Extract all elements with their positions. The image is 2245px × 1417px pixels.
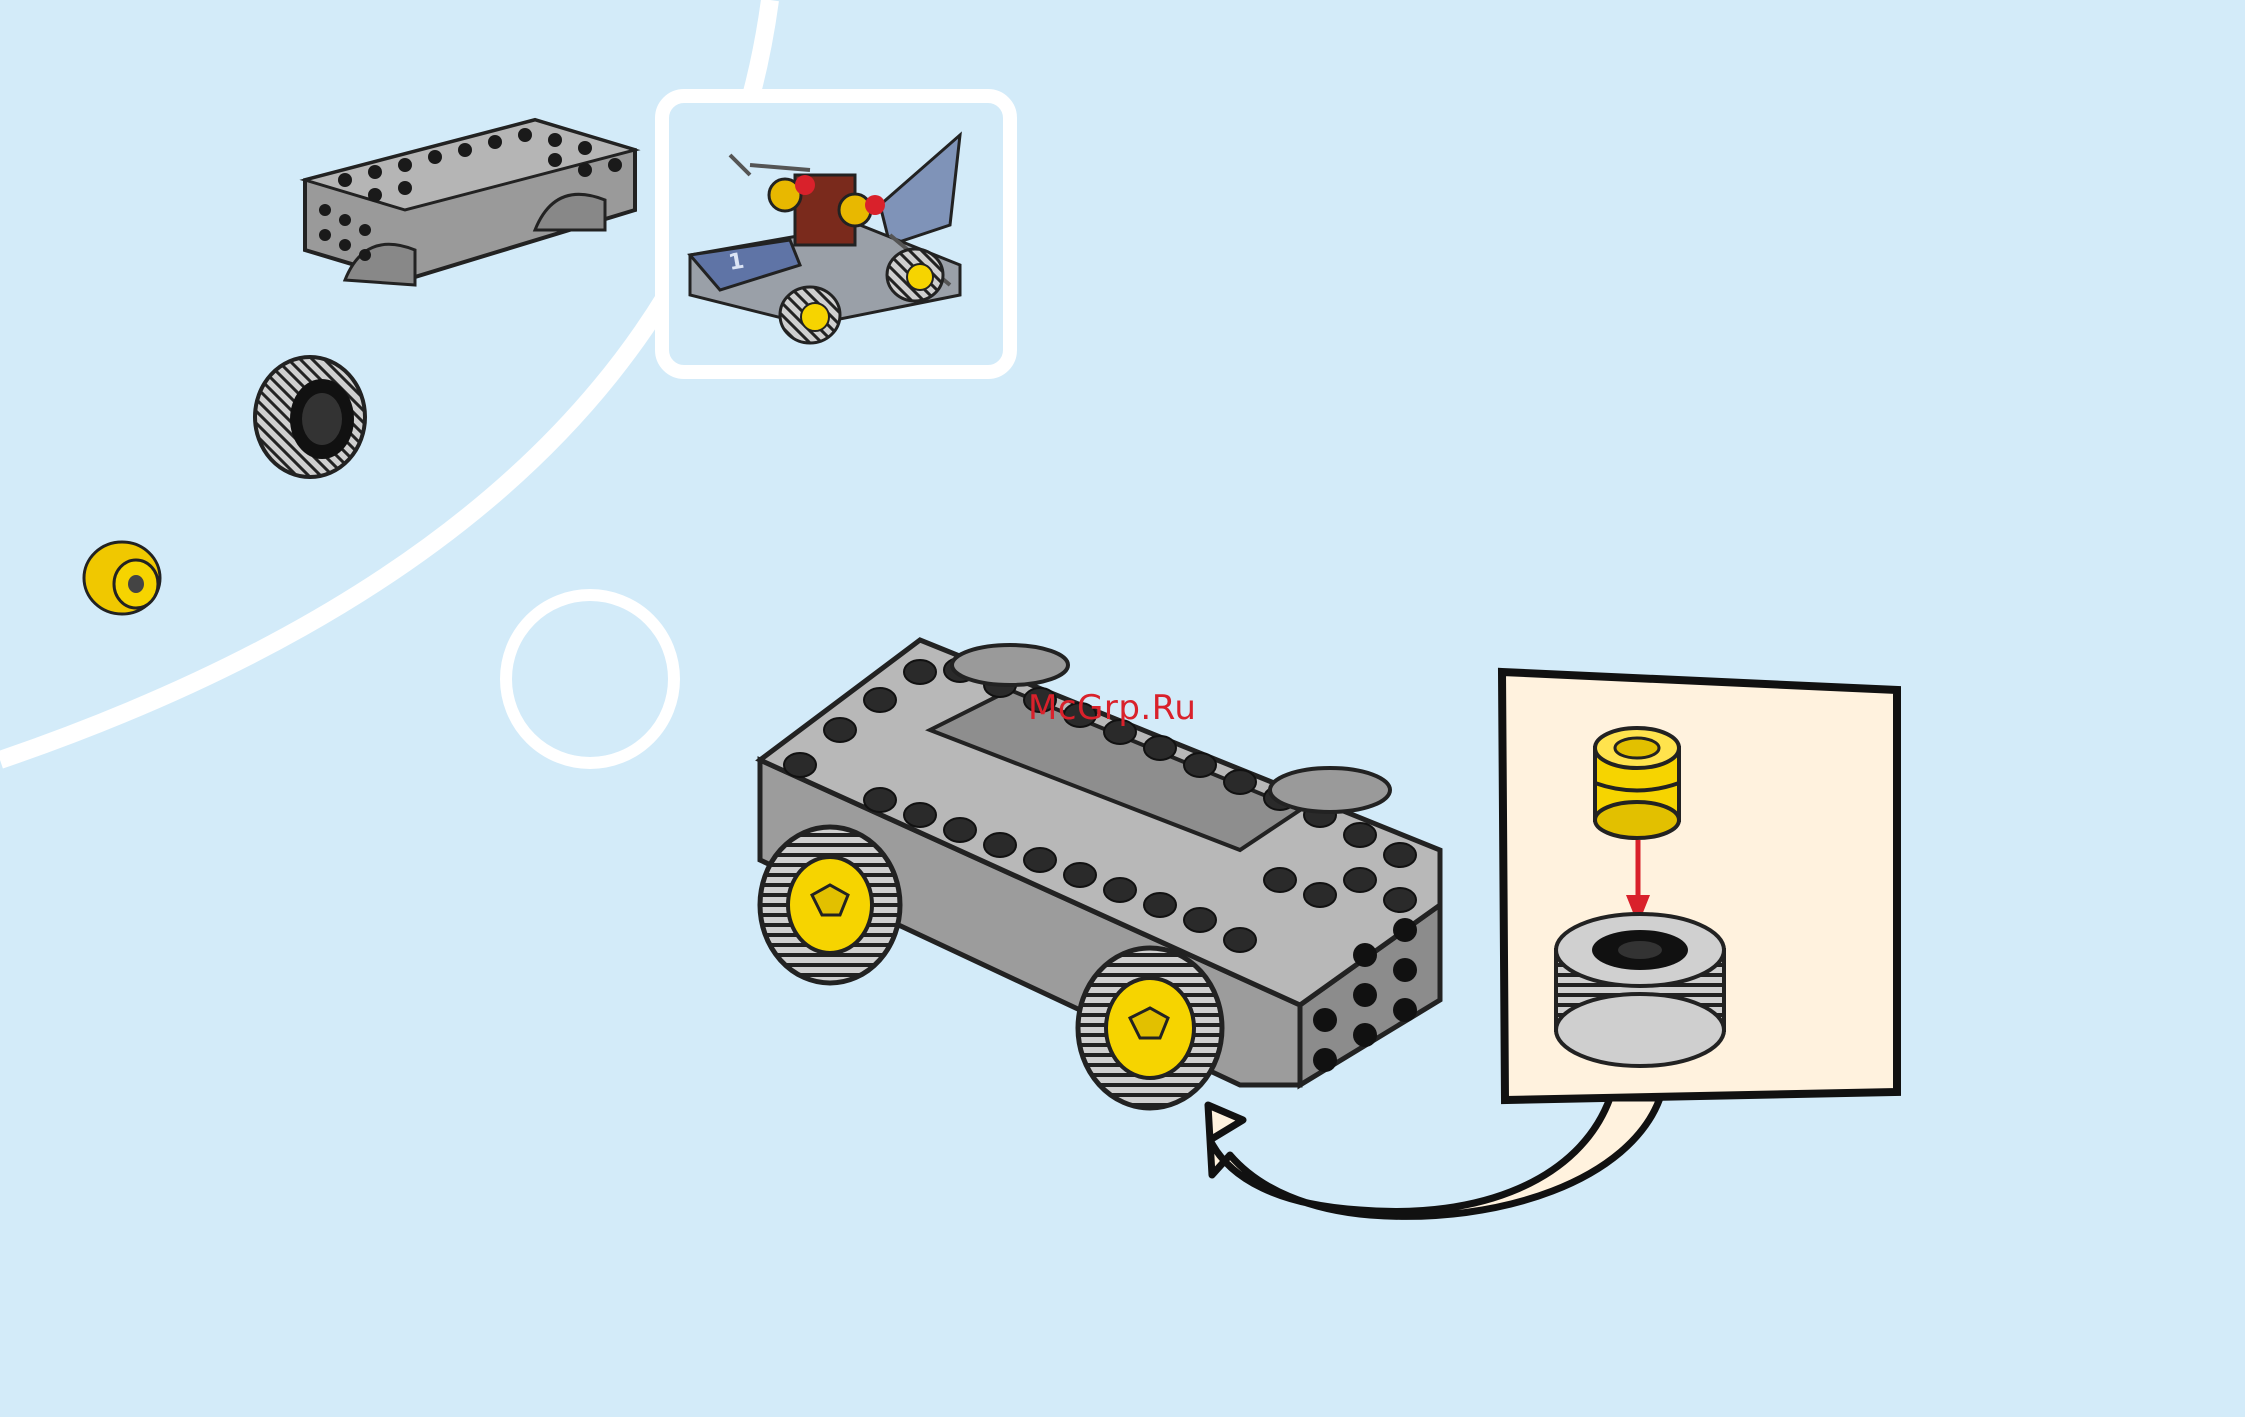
watermark-text: McGrp.Ru xyxy=(1028,688,1196,728)
callout-black-tire xyxy=(1556,914,1724,1066)
part-yellow-hub xyxy=(84,542,160,614)
step-number-badge xyxy=(506,595,674,763)
wheel-front-right xyxy=(1078,948,1222,1108)
wheel-front-left xyxy=(760,827,900,983)
callout-arrow xyxy=(1208,1098,1660,1216)
callout-yellow-hub xyxy=(1595,728,1679,838)
part-black-tire xyxy=(255,357,365,477)
part-gray-chassis xyxy=(305,120,635,285)
completed-model-preview: 1 xyxy=(662,96,1010,372)
